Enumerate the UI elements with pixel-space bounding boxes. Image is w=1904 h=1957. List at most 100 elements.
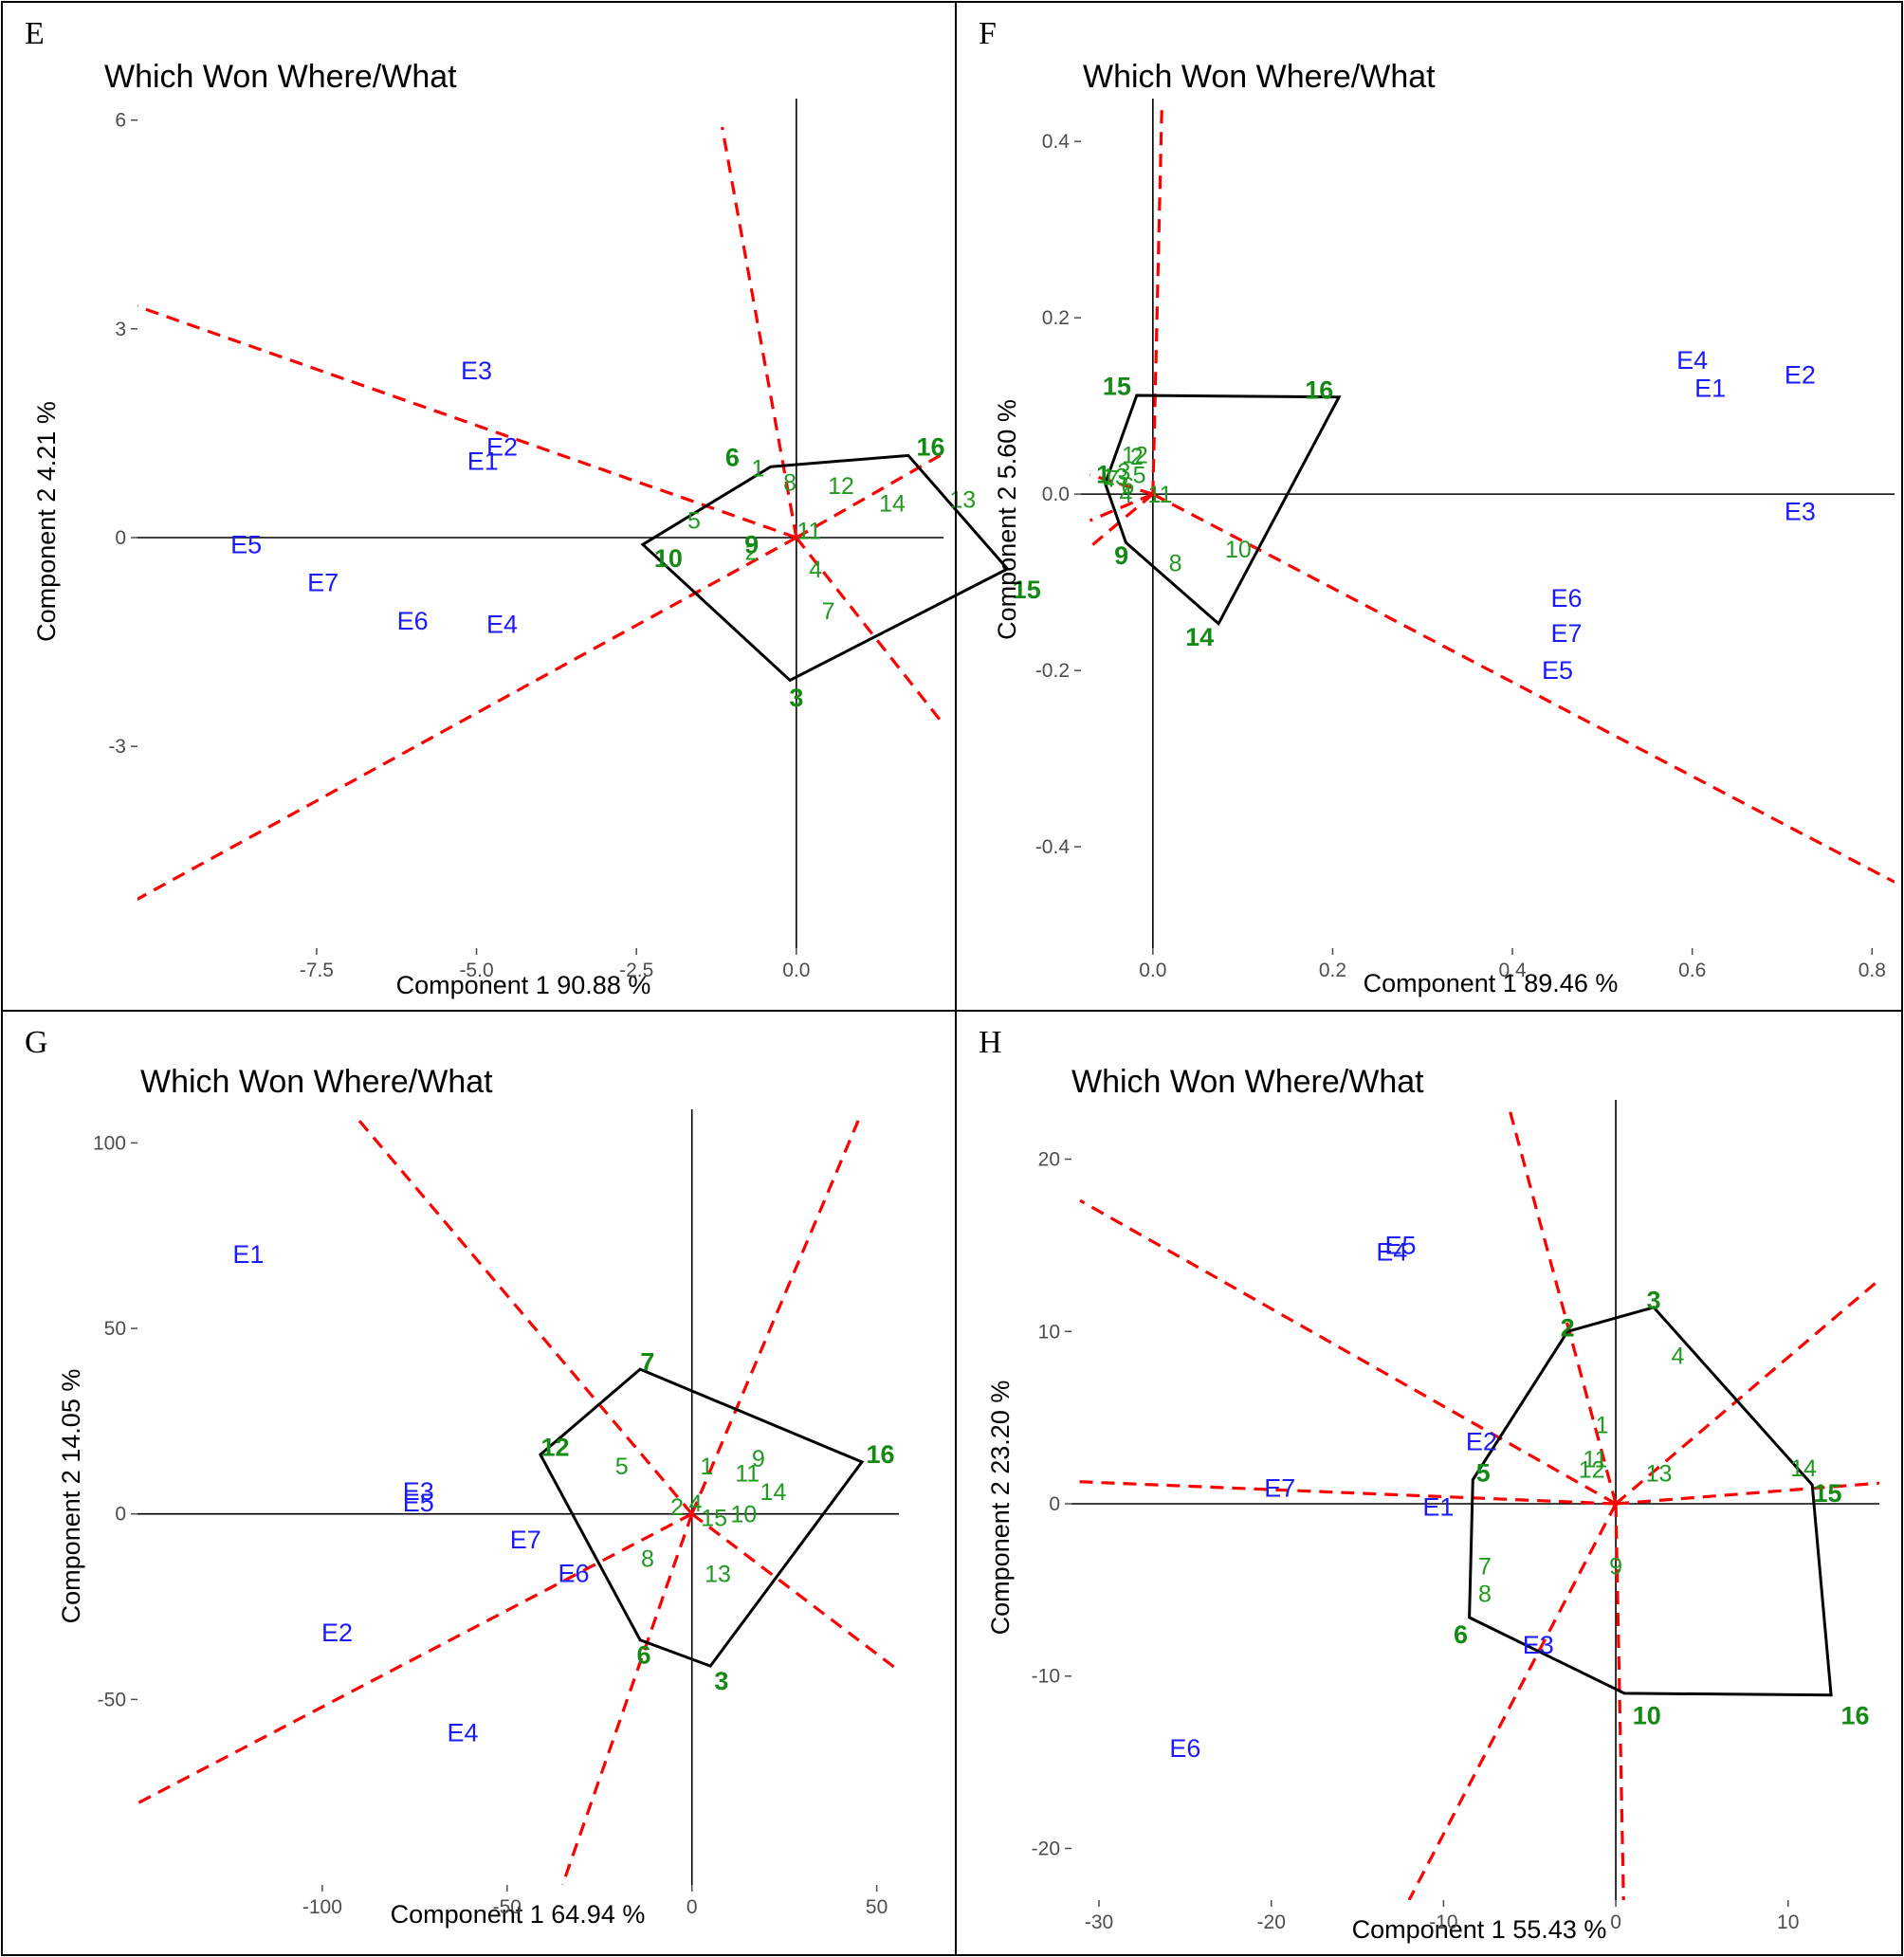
panel-g-genotype-label: 13 bbox=[705, 1561, 731, 1587]
panel-g-environment-label: E2 bbox=[321, 1619, 353, 1647]
panel-g-letter: G bbox=[25, 1025, 48, 1060]
panel-g-genotype-label: 8 bbox=[641, 1546, 654, 1573]
panel-g-x-tick-label: -50 bbox=[493, 1896, 522, 1918]
panel-h-environment-label: E4 bbox=[1376, 1238, 1407, 1267]
panel-e-genotype-label: 10 bbox=[654, 544, 683, 573]
panel-h-environment-label: E1 bbox=[1422, 1493, 1454, 1522]
panel-f-genotype-label: 16 bbox=[1305, 375, 1333, 404]
panel-e-x-tick-label: -2.5 bbox=[619, 960, 653, 981]
panel-f-x-tick-label: 0.6 bbox=[1678, 960, 1706, 981]
panel-e-environment-label: E1 bbox=[467, 447, 499, 475]
panel-e: E Which Won Where/What Component 1 90.88… bbox=[1, 1, 1041, 1012]
panel-h-environment-label: E6 bbox=[1169, 1734, 1200, 1763]
panel-h-genotype-label: 13 bbox=[1646, 1460, 1673, 1487]
panel-f: F Which Won Where/What Component 1 89.46… bbox=[955, 1, 1903, 1012]
panel-h-y-axis-title: Component 2 23.20 % bbox=[986, 1381, 1015, 1636]
panel-e-genotype-label: 15 bbox=[1013, 576, 1041, 604]
panel-h-sector-line bbox=[1614, 1503, 1625, 1900]
panel-e-environment-label: E3 bbox=[461, 357, 492, 385]
panel-f-y-axis-title: Component 2 5.60 % bbox=[993, 399, 1021, 640]
panel-f-y-tick-label: -0.4 bbox=[1035, 836, 1071, 858]
panel-g-environment-label: E1 bbox=[232, 1240, 264, 1269]
panel-f-genotype-label: 9 bbox=[1114, 541, 1128, 570]
panel-e-genotype-label: 5 bbox=[687, 508, 701, 535]
panel-f-genotype-label: 6 bbox=[1121, 473, 1134, 500]
panel-e-y-axis-title: Component 2 4.21 % bbox=[32, 401, 61, 642]
panel-h-genotype-label: 14 bbox=[1790, 1455, 1817, 1482]
panel-e-x-tick-label: -5.0 bbox=[459, 960, 493, 981]
panel-f-title: Which Won Where/What bbox=[1083, 59, 1436, 95]
panel-f-y-tick-label: -0.2 bbox=[1035, 660, 1070, 682]
panel-g-genotype-label: 11 bbox=[735, 1461, 760, 1488]
panel-e-genotype-label: 16 bbox=[916, 433, 944, 462]
panel-f-sector-line bbox=[1152, 492, 1895, 884]
panel-f-genotype-label: 14 bbox=[1185, 623, 1214, 651]
panel-e-sector-line bbox=[796, 451, 943, 540]
panel-h-sector-line bbox=[1615, 1481, 1879, 1506]
panel-g-x-tick-label: -100 bbox=[302, 1896, 342, 1918]
panel-g-sector-line bbox=[690, 1120, 860, 1515]
panel-f-environment-label: E1 bbox=[1694, 375, 1726, 403]
panel-f-genotype-label: 8 bbox=[1169, 551, 1182, 577]
panel-g-sector-line bbox=[560, 1513, 694, 1885]
panel-g-genotype-label: 7 bbox=[640, 1347, 654, 1376]
panel-g-environment-label: E7 bbox=[510, 1526, 541, 1554]
panel-e-environment-label: E5 bbox=[230, 530, 262, 558]
panel-h-x-axis-title: Component 1 55.43 % bbox=[1352, 1915, 1607, 1944]
panel-f-x-tick-label: 0.8 bbox=[1858, 960, 1886, 981]
panel-e-genotype-label: 7 bbox=[822, 598, 835, 625]
panel-h-genotype-label: 15 bbox=[1813, 1479, 1841, 1508]
panel-g-genotype-label: 14 bbox=[760, 1479, 787, 1506]
panel-g-genotype-label: 9 bbox=[752, 1446, 765, 1472]
panel-g-genotype-label: 16 bbox=[866, 1440, 894, 1469]
panel-f-y-tick-label: 0.0 bbox=[1042, 484, 1070, 505]
panel-e-genotype-label: 2 bbox=[745, 540, 759, 566]
panel-h-genotype-label: 9 bbox=[1609, 1553, 1622, 1580]
panel-g-genotype-label: 4 bbox=[689, 1491, 703, 1517]
panel-e-y-tick-label: 6 bbox=[115, 110, 126, 132]
panel-h: H Which Won Where/What Component 1 55.43… bbox=[955, 1010, 1903, 1956]
panel-f-environment-label: E3 bbox=[1785, 498, 1816, 526]
panel-h-hull-polygon bbox=[1468, 1306, 1833, 1697]
panel-h-genotype-label: 10 bbox=[1633, 1702, 1661, 1730]
panel-h-genotype-label: 3 bbox=[1647, 1287, 1661, 1315]
panel-f-genotype-label: 5 bbox=[1133, 463, 1146, 489]
panel-h-y-tick-label: 20 bbox=[1038, 1149, 1060, 1171]
panel-e-y-tick-label: 3 bbox=[115, 319, 126, 340]
panel-e-genotype-label: 3 bbox=[789, 684, 803, 712]
panel-f-genotype-label: 2 bbox=[1130, 444, 1144, 470]
panel-g-y-tick-label: -50 bbox=[98, 1689, 126, 1710]
panel-e-title: Which Won Where/What bbox=[104, 59, 457, 95]
panel-h-genotype-label: 16 bbox=[1841, 1702, 1870, 1730]
panel-h-letter: H bbox=[979, 1025, 1002, 1060]
panel-h-sector-lines bbox=[1071, 1107, 1879, 1900]
panel-g-title: Which Won Where/What bbox=[140, 1064, 493, 1100]
panel-e-environment-label: E4 bbox=[486, 611, 518, 639]
panel-f-letter: F bbox=[979, 16, 997, 51]
panel-f-x-tick-label: 0.0 bbox=[1139, 960, 1166, 981]
panel-h-y-tick-label: 10 bbox=[1038, 1321, 1060, 1343]
panel-h-x-tick-label: -20 bbox=[1257, 1911, 1286, 1933]
panel-h-environment-label: E3 bbox=[1523, 1631, 1554, 1659]
panel-e-genotype-label: 6 bbox=[725, 444, 740, 472]
panel-f-sector-line bbox=[1089, 473, 1154, 496]
panel-g-genotype-label: 10 bbox=[730, 1502, 757, 1528]
panel-f-genotype-label: 3 bbox=[1118, 459, 1131, 485]
panel-f-sector-line bbox=[1089, 492, 1154, 549]
panel-g-environment-label: E4 bbox=[448, 1719, 479, 1747]
panel-g-y-axis-title: Component 2 14.05 % bbox=[57, 1369, 85, 1624]
panel-g-genotype-label: 5 bbox=[615, 1454, 629, 1480]
panel-g-genotype-label: 1 bbox=[700, 1454, 713, 1480]
panel-e-sector-line bbox=[795, 537, 943, 727]
panel-h-title: Which Won Where/What bbox=[1071, 1064, 1424, 1100]
panel-g-sector-line bbox=[690, 1512, 899, 1674]
panel-e-letter: E bbox=[25, 16, 45, 51]
panel-h-genotype-label: 11 bbox=[1583, 1447, 1607, 1473]
panel-e-genotype-label: 8 bbox=[783, 469, 796, 496]
panel-e-genotype-label: 1 bbox=[751, 456, 764, 483]
panel-f-x-tick-label: 0.2 bbox=[1319, 960, 1346, 981]
panel-f-genotype-label: 4 bbox=[1119, 482, 1132, 508]
